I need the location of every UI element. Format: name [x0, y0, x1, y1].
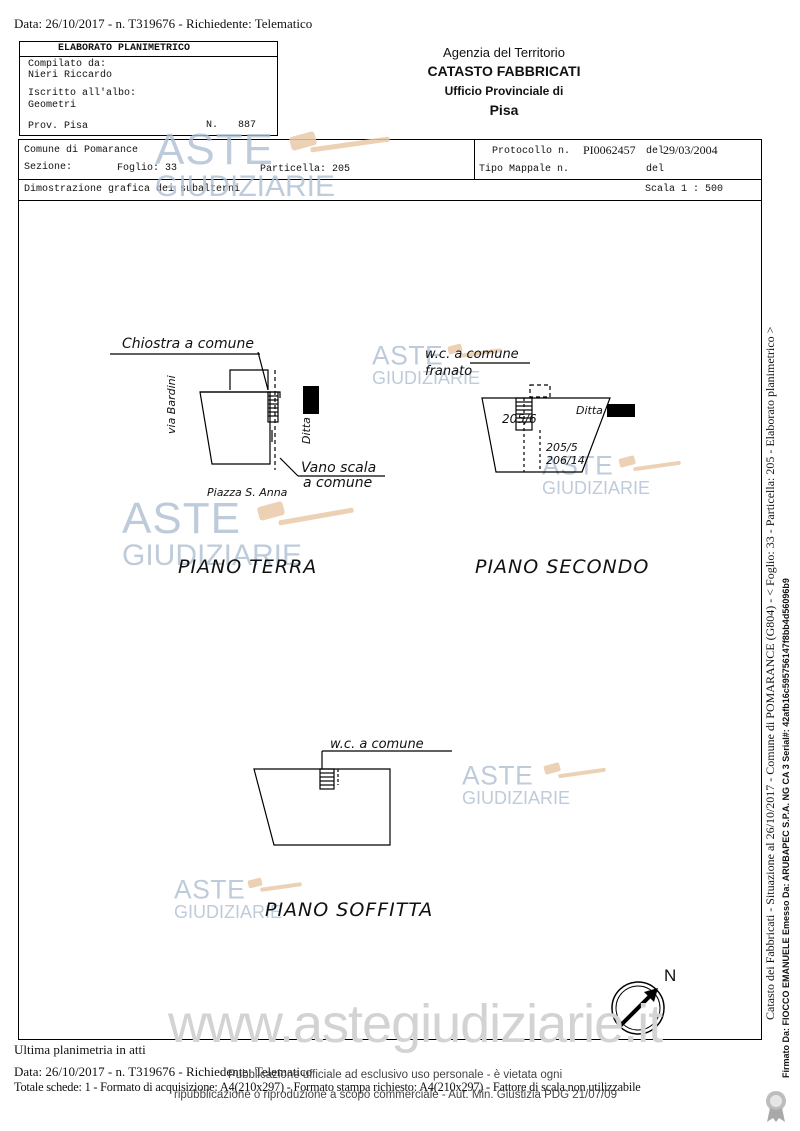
gavel-icon — [543, 762, 606, 779]
protocollo-label: Protocollo n. — [492, 146, 571, 157]
particella-label: Particella: 205 — [260, 164, 351, 175]
compiler-name: Nieri Riccardo — [28, 70, 113, 81]
elaborato-box — [19, 41, 278, 136]
ditta-label-secondo: Ditta — [576, 404, 603, 417]
prov-label: Prov. Pisa — [28, 121, 89, 132]
protocollo-value: PI0062457 — [583, 143, 636, 157]
north-arrow-icon — [611, 981, 665, 1035]
n-value: 887 — [238, 120, 257, 131]
vano-comune-label: a comune — [303, 475, 373, 491]
ufficio-label: Ufficio Provinciale di — [444, 84, 564, 98]
catasto-title: CATASTO FABBRICATI — [427, 63, 581, 79]
vano-scala-label: Vano scala — [301, 460, 377, 476]
piazza-label: Piazza S. Anna — [207, 486, 288, 499]
franato-label: franato — [425, 364, 473, 379]
gavel-icon — [447, 343, 502, 358]
piano-terra-drawing — [110, 351, 385, 477]
side-firmato-text: Firmato Da: FIOCCO EMANUELE Emesso Da: A… — [781, 578, 791, 1078]
ufficio-city: Pisa — [489, 102, 519, 118]
iscritto-label: Iscritto all'albo: — [28, 88, 137, 99]
chiostra-label: Chiostra a comune — [122, 336, 254, 352]
scala-label: Scala 1 : 500 — [645, 184, 724, 195]
tipo-del: del — [646, 164, 665, 175]
side-catasto-text: Catasto dei Fabbricati - Situazione al 2… — [763, 326, 777, 1020]
gavel-icon — [289, 131, 390, 153]
piano-terra-title: PIANO TERRA — [178, 556, 318, 578]
header-line: Data: 26/10/2017 - n. T319676 - Richiede… — [14, 16, 313, 31]
gavel-icon — [618, 455, 681, 472]
footer-totale: Totale schede: 1 - Formato di acquisizio… — [14, 1080, 641, 1094]
wc-comune-label-soffitta: w.c. a comune — [330, 737, 424, 752]
sub-205-5: 205/5 — [546, 441, 578, 454]
n-label: N. — [206, 120, 219, 131]
sub-206-14: 206/14 — [546, 454, 585, 467]
sezione-label: Sezione: — [24, 162, 73, 173]
agency-name: Agenzia del Territorio — [443, 45, 565, 60]
piano-secondo-drawing — [470, 362, 635, 473]
foglio-label: Foglio: 33 — [117, 163, 178, 174]
piano-soffitta-title: PIANO SOFFITTA — [265, 899, 434, 921]
north-label: N — [664, 966, 677, 985]
footer-data-line: Data: 26/10/2017 - n. T319676 - Richiede… — [14, 1064, 313, 1079]
tipo-mappale-label: Tipo Mappale n. — [479, 164, 570, 175]
piano-soffitta-drawing — [253, 750, 452, 846]
pub-line-1: Pubblicazione ufficiale ad esclusivo uso… — [228, 1069, 563, 1081]
compilato-label: Compilato da: — [28, 59, 107, 70]
ditta-label-terra: Ditta — [300, 417, 313, 444]
protocollo-del: del — [646, 146, 665, 157]
via-bardini-label: via Bardini — [165, 375, 178, 434]
site-watermark: www.astegiudiziarie.it — [168, 994, 663, 1054]
ultima-planimetria: Ultima planimetria in atti — [14, 1042, 146, 1057]
elaborato-title: ELABORATO PLANIMETRICO — [58, 43, 191, 54]
gavel-icon — [247, 877, 302, 892]
seal-icon — [766, 1091, 786, 1122]
pub-line-2: ripubblicazione o riproduzione a scopo c… — [174, 1089, 617, 1101]
wc-comune-label-secondo: w.c. a comune — [425, 347, 519, 362]
piano-secondo-title: PIANO SECONDO — [475, 556, 650, 578]
drawing-frame — [18, 199, 762, 1040]
sub-205-6: 205/6 — [502, 412, 537, 426]
dimostrazione-label: Dimostrazione grafica dei subalterni — [24, 184, 241, 195]
albo-value: Geometri — [28, 100, 77, 111]
info-grid — [18, 139, 762, 201]
gavel-icon — [257, 501, 354, 526]
comune-label: Comune di Pomarance — [24, 145, 139, 156]
protocollo-date: 29/03/2004 — [663, 143, 718, 157]
